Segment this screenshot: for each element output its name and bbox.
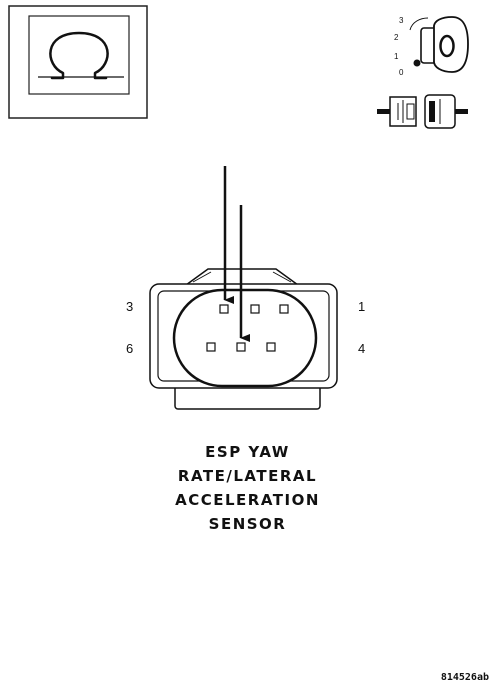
ohm-icon <box>38 31 124 80</box>
ohmmeter-icon-box <box>8 5 148 119</box>
caption-line: ACCELERATION <box>175 491 320 509</box>
pin-cavity <box>206 342 216 352</box>
caption-line: SENSOR <box>208 515 287 533</box>
key-position-2: 2 <box>394 33 399 42</box>
key-position-1: 1 <box>394 52 399 61</box>
pin-cavity <box>236 342 246 352</box>
pin-cavity <box>266 342 276 352</box>
pin-cavity <box>219 304 229 314</box>
pin-cavity <box>279 304 289 314</box>
connector-unplug-icon <box>377 94 468 129</box>
pin-cavity <box>250 304 260 314</box>
key-position-3: 3 <box>399 16 404 25</box>
caption-line: ESP YAW <box>205 443 290 461</box>
sensor-connector <box>149 268 338 410</box>
pin-label-6: 6 <box>126 341 133 356</box>
component-caption: ESP YAW RATE/LATERAL ACCELERATION SENSOR <box>0 440 495 536</box>
figure-id: 814526ab <box>440 672 489 683</box>
pin-label-1: 1 <box>358 299 365 314</box>
key-position-0: 0 <box>399 68 404 77</box>
pin-label-3: 3 <box>126 299 133 314</box>
caption-line: RATE/LATERAL <box>177 467 318 485</box>
ignition-key-icon: 3 2 1 0 <box>394 16 469 77</box>
pin-label-4: 4 <box>358 341 365 356</box>
